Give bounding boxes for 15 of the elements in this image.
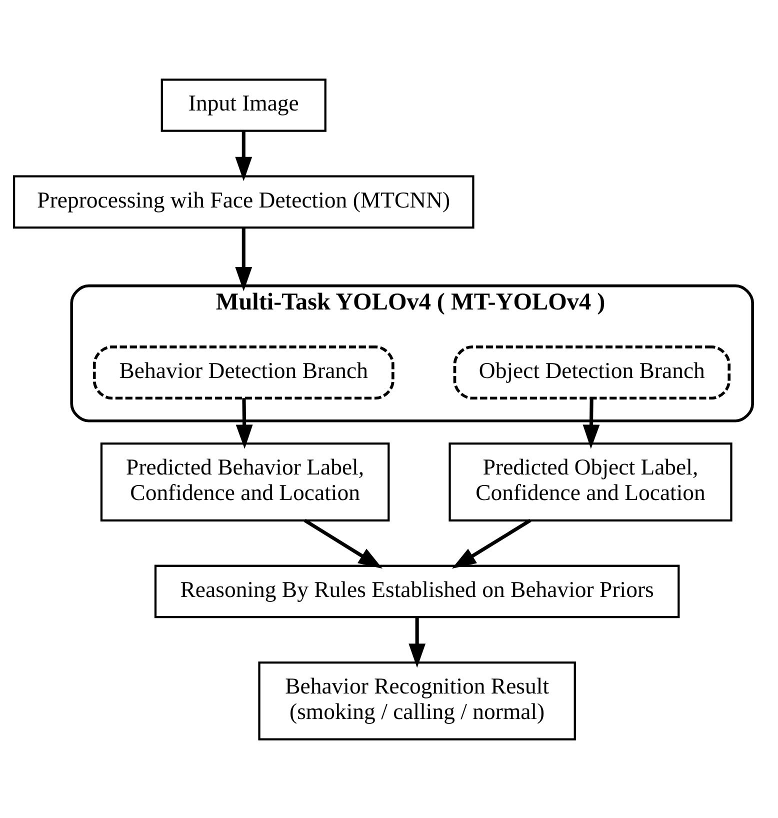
arrow bbox=[235, 130, 252, 181]
node-box: Preprocessing wih Face Detection (MTCNN) bbox=[12, 174, 474, 228]
arrow bbox=[236, 398, 253, 448]
arrow bbox=[408, 616, 426, 668]
node-box: Input Image bbox=[160, 78, 326, 132]
arrow bbox=[235, 227, 252, 291]
node-box: Behavior Recognition Result (smoking / calling / normal) bbox=[258, 660, 576, 740]
node-box: Reasoning By Rules Established on Behavior Priors bbox=[154, 564, 680, 618]
node-box: Predicted Behavior Label, Confidence and Location bbox=[100, 442, 390, 521]
arrow bbox=[452, 518, 532, 568]
arrow bbox=[582, 398, 600, 448]
arrow bbox=[304, 518, 383, 568]
node-box: Predicted Object Label, Confidence and Location bbox=[448, 442, 732, 521]
node-box: Object Detection Branch bbox=[453, 345, 731, 400]
node-box: Behavior Detection Branch bbox=[92, 345, 394, 400]
